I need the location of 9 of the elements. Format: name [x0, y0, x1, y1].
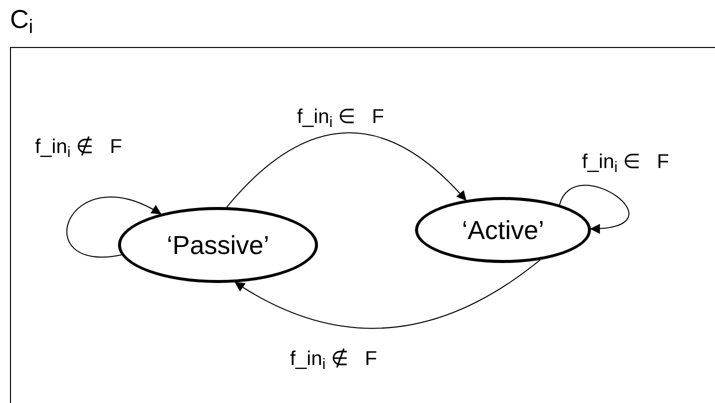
transition-arrow [559, 184, 629, 234]
edge-label: f_in$_{i}$ ∉ F [288, 347, 380, 371]
transition-arrow [66, 196, 162, 258]
transition-arrow [226, 132, 466, 208]
state-label: ‘Passive’ [166, 228, 270, 262]
state-label: ‘Active’ [462, 214, 544, 246]
edge-label: f_in$_{i}$ ∉ F [33, 135, 124, 159]
frame-heading: C$_{i}$ [10, 3, 34, 36]
transition-arrow [234, 259, 541, 329]
